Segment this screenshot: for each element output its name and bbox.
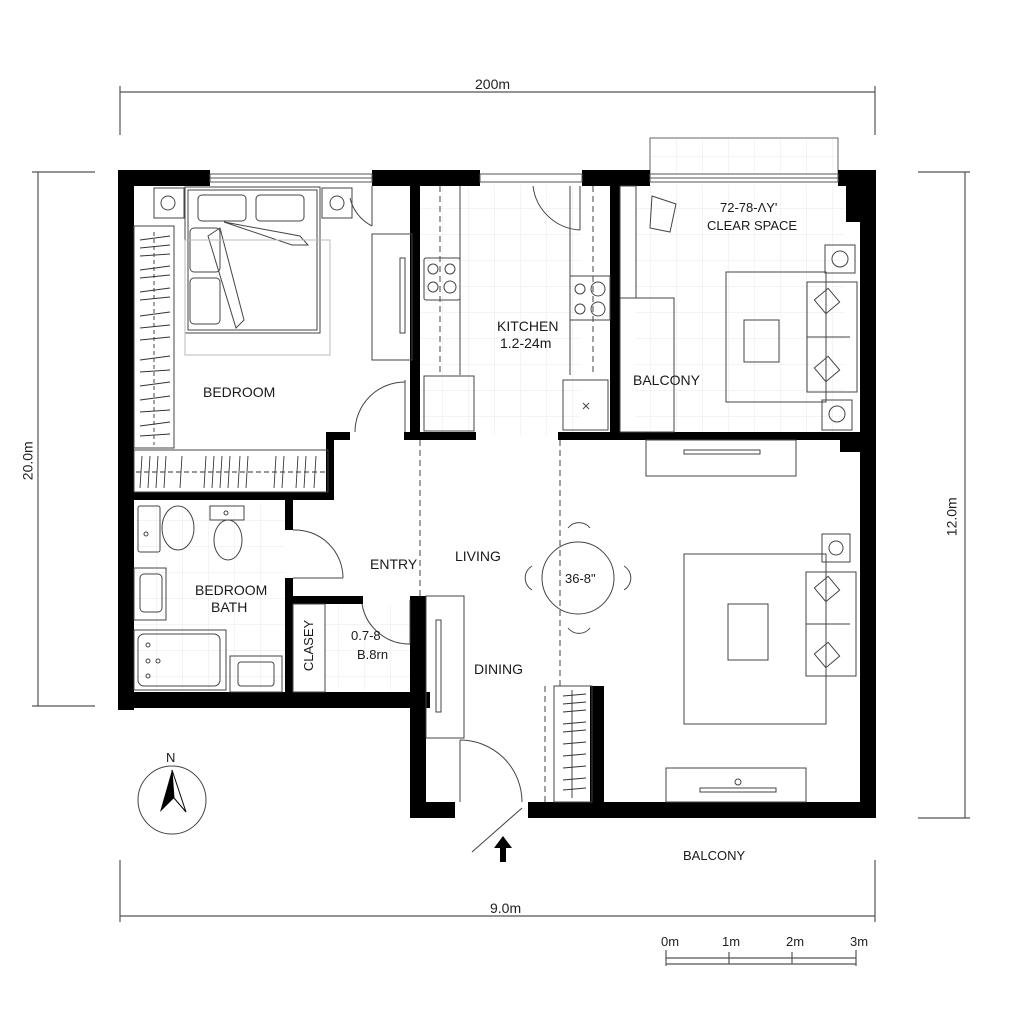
room-label-balcony-upper: BALCONY [633, 372, 700, 388]
entry-arrow-icon [494, 836, 512, 862]
clear-space-code: 72-78-ΛY' [720, 200, 778, 215]
dimension-lines [32, 86, 970, 922]
room-label-bedroom-bath-1: BEDROOM [195, 582, 268, 598]
scale-tick-2: 2m [786, 934, 805, 949]
dimension-right: 12.0m [943, 497, 960, 537]
wardrobe-hangers-dining [562, 693, 587, 791]
room-label-kitchen: KITCHEN [497, 318, 559, 334]
kitchen-size: 1.2-24m [500, 335, 552, 351]
room-label-clear-space: CLEAR SPACE [707, 218, 798, 233]
scale-tick-3: 3m [850, 934, 869, 949]
room-label-bedroom: BEDROOM [203, 384, 276, 400]
dimension-left: 20.0m [19, 441, 36, 481]
room-label-closet: CLASEY [300, 619, 316, 672]
wardrobe-hangers [136, 232, 326, 489]
room-label-balcony-lower: BALCONY [683, 848, 746, 863]
dimension-top: 200m [475, 76, 511, 92]
windows [209, 173, 839, 183]
compass-label: N [166, 750, 176, 765]
dimension-bottom: 9.0m [490, 900, 522, 916]
closet-size-1: 0.7-8 [351, 628, 381, 643]
north-arrow-icon [137, 765, 207, 835]
dining-table-size: 36-8" [565, 571, 596, 586]
kitchen-furniture [423, 185, 611, 432]
living-dining-furniture [419, 439, 857, 853]
room-label-bedroom-bath-2: BATH [211, 599, 248, 615]
closet-fixtures [292, 600, 411, 693]
bathroom-fixtures [133, 505, 344, 693]
walls [118, 170, 876, 818]
lounge-furniture [619, 185, 858, 433]
scale-tick-1: 1m [722, 934, 741, 949]
floor-tiles [135, 137, 845, 690]
scale-bar [665, 950, 857, 966]
scale-tick-0: 0m [661, 934, 680, 949]
closet-size-2: B.8rn [357, 647, 389, 662]
room-label-dining: DINING [474, 661, 523, 677]
bedroom-furniture [133, 186, 413, 493]
room-label-living: LIVING [455, 548, 501, 564]
room-label-entry: ENTRY [370, 556, 418, 572]
